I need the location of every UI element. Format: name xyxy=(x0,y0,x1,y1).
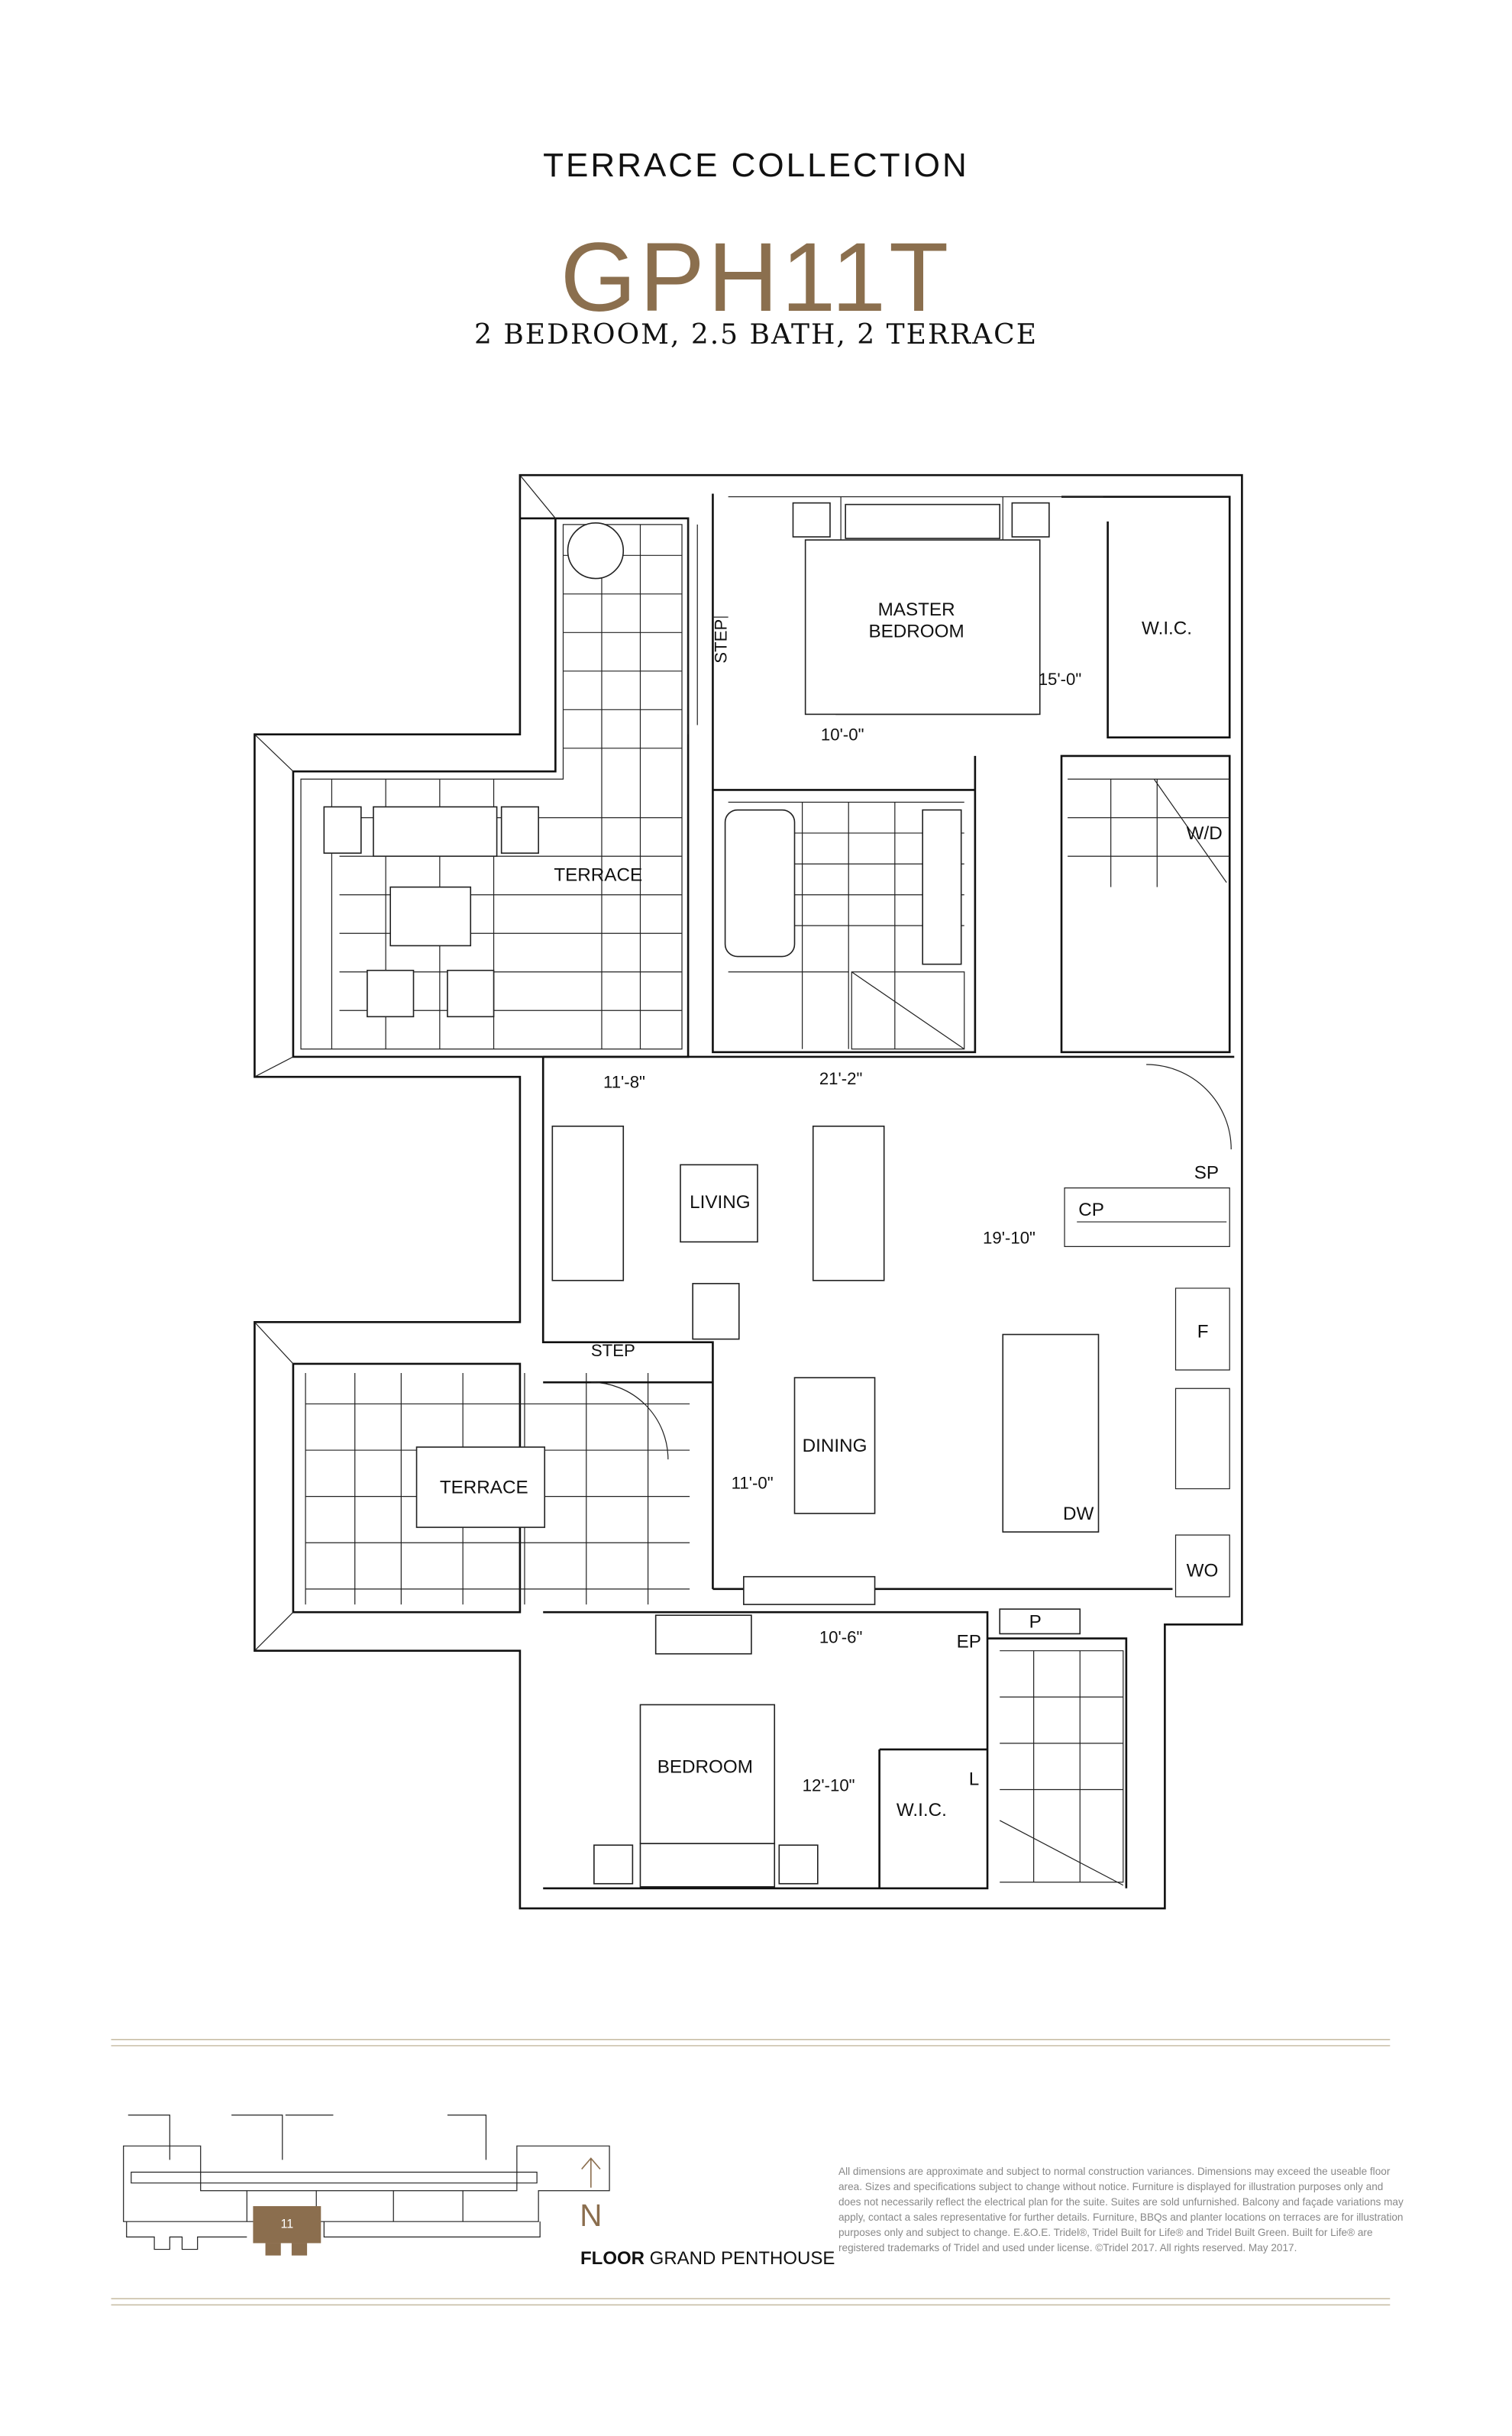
room-label: MASTER xyxy=(878,599,955,620)
room-label: WO xyxy=(1187,1561,1219,1581)
room-label: BEDROOM xyxy=(868,621,964,641)
floor-label: FLOOR GRAND PENTHOUSE xyxy=(580,2248,835,2270)
floor-name: GRAND PENTHOUSE xyxy=(649,2248,835,2269)
floor-prefix: FLOOR xyxy=(580,2248,645,2269)
furniture xyxy=(323,502,1100,1888)
dimension-label: 15'-0" xyxy=(1039,670,1082,689)
room-label: EP xyxy=(957,1632,981,1653)
room-labels: MASTER BEDROOM W.I.C. W/D TERRACE LIVING… xyxy=(440,599,1223,1821)
dimension-label: 12'-10" xyxy=(803,1776,855,1795)
highlighted-unit xyxy=(253,2205,321,2244)
dimension-label: 21'-2" xyxy=(819,1069,863,1088)
north-label: N xyxy=(580,2198,602,2233)
step-label: STEP xyxy=(591,1341,635,1360)
suite-name: GPH11T xyxy=(560,223,952,332)
room-label: SP xyxy=(1194,1162,1219,1183)
unit-number: 11 xyxy=(280,2217,293,2231)
room-label: LIVING xyxy=(690,1192,750,1213)
room-label: W/D xyxy=(1187,823,1223,844)
key-plan: 11 N xyxy=(123,2115,610,2256)
room-label: L xyxy=(969,1769,979,1789)
room-label: F xyxy=(1197,1322,1209,1342)
dimension-label: 19'-10" xyxy=(983,1228,1035,1247)
room-label: DINING xyxy=(803,1436,867,1456)
room-label: W.I.C. xyxy=(1142,618,1192,638)
dimension-label: 11'-0" xyxy=(732,1474,774,1493)
plan-walls xyxy=(254,473,1243,1910)
room-label: TERRACE xyxy=(440,1478,528,1498)
room-label: CP xyxy=(1078,1200,1104,1220)
north-arrow-icon xyxy=(581,2157,601,2188)
disclaimer: All dimensions are approximate and subje… xyxy=(838,2166,1404,2253)
collection-title: TERRACE COLLECTION xyxy=(543,147,969,184)
dimension-label: 10'-6" xyxy=(819,1628,863,1647)
divider-lines xyxy=(111,2038,1391,2306)
room-label: BEDROOM xyxy=(657,1756,753,1777)
room-label: TERRACE xyxy=(554,865,642,886)
dimension-label: 10'-0" xyxy=(821,725,864,745)
suite-summary: 2 BEDROOM, 2.5 BATH, 2 TERRACE xyxy=(474,319,1038,351)
room-label: W.I.C. xyxy=(897,1800,947,1821)
dimension-label: 11'-8" xyxy=(603,1072,645,1091)
step-label: STEP xyxy=(712,619,731,664)
room-label: P xyxy=(1029,1611,1042,1632)
room-label: DW xyxy=(1063,1504,1094,1524)
